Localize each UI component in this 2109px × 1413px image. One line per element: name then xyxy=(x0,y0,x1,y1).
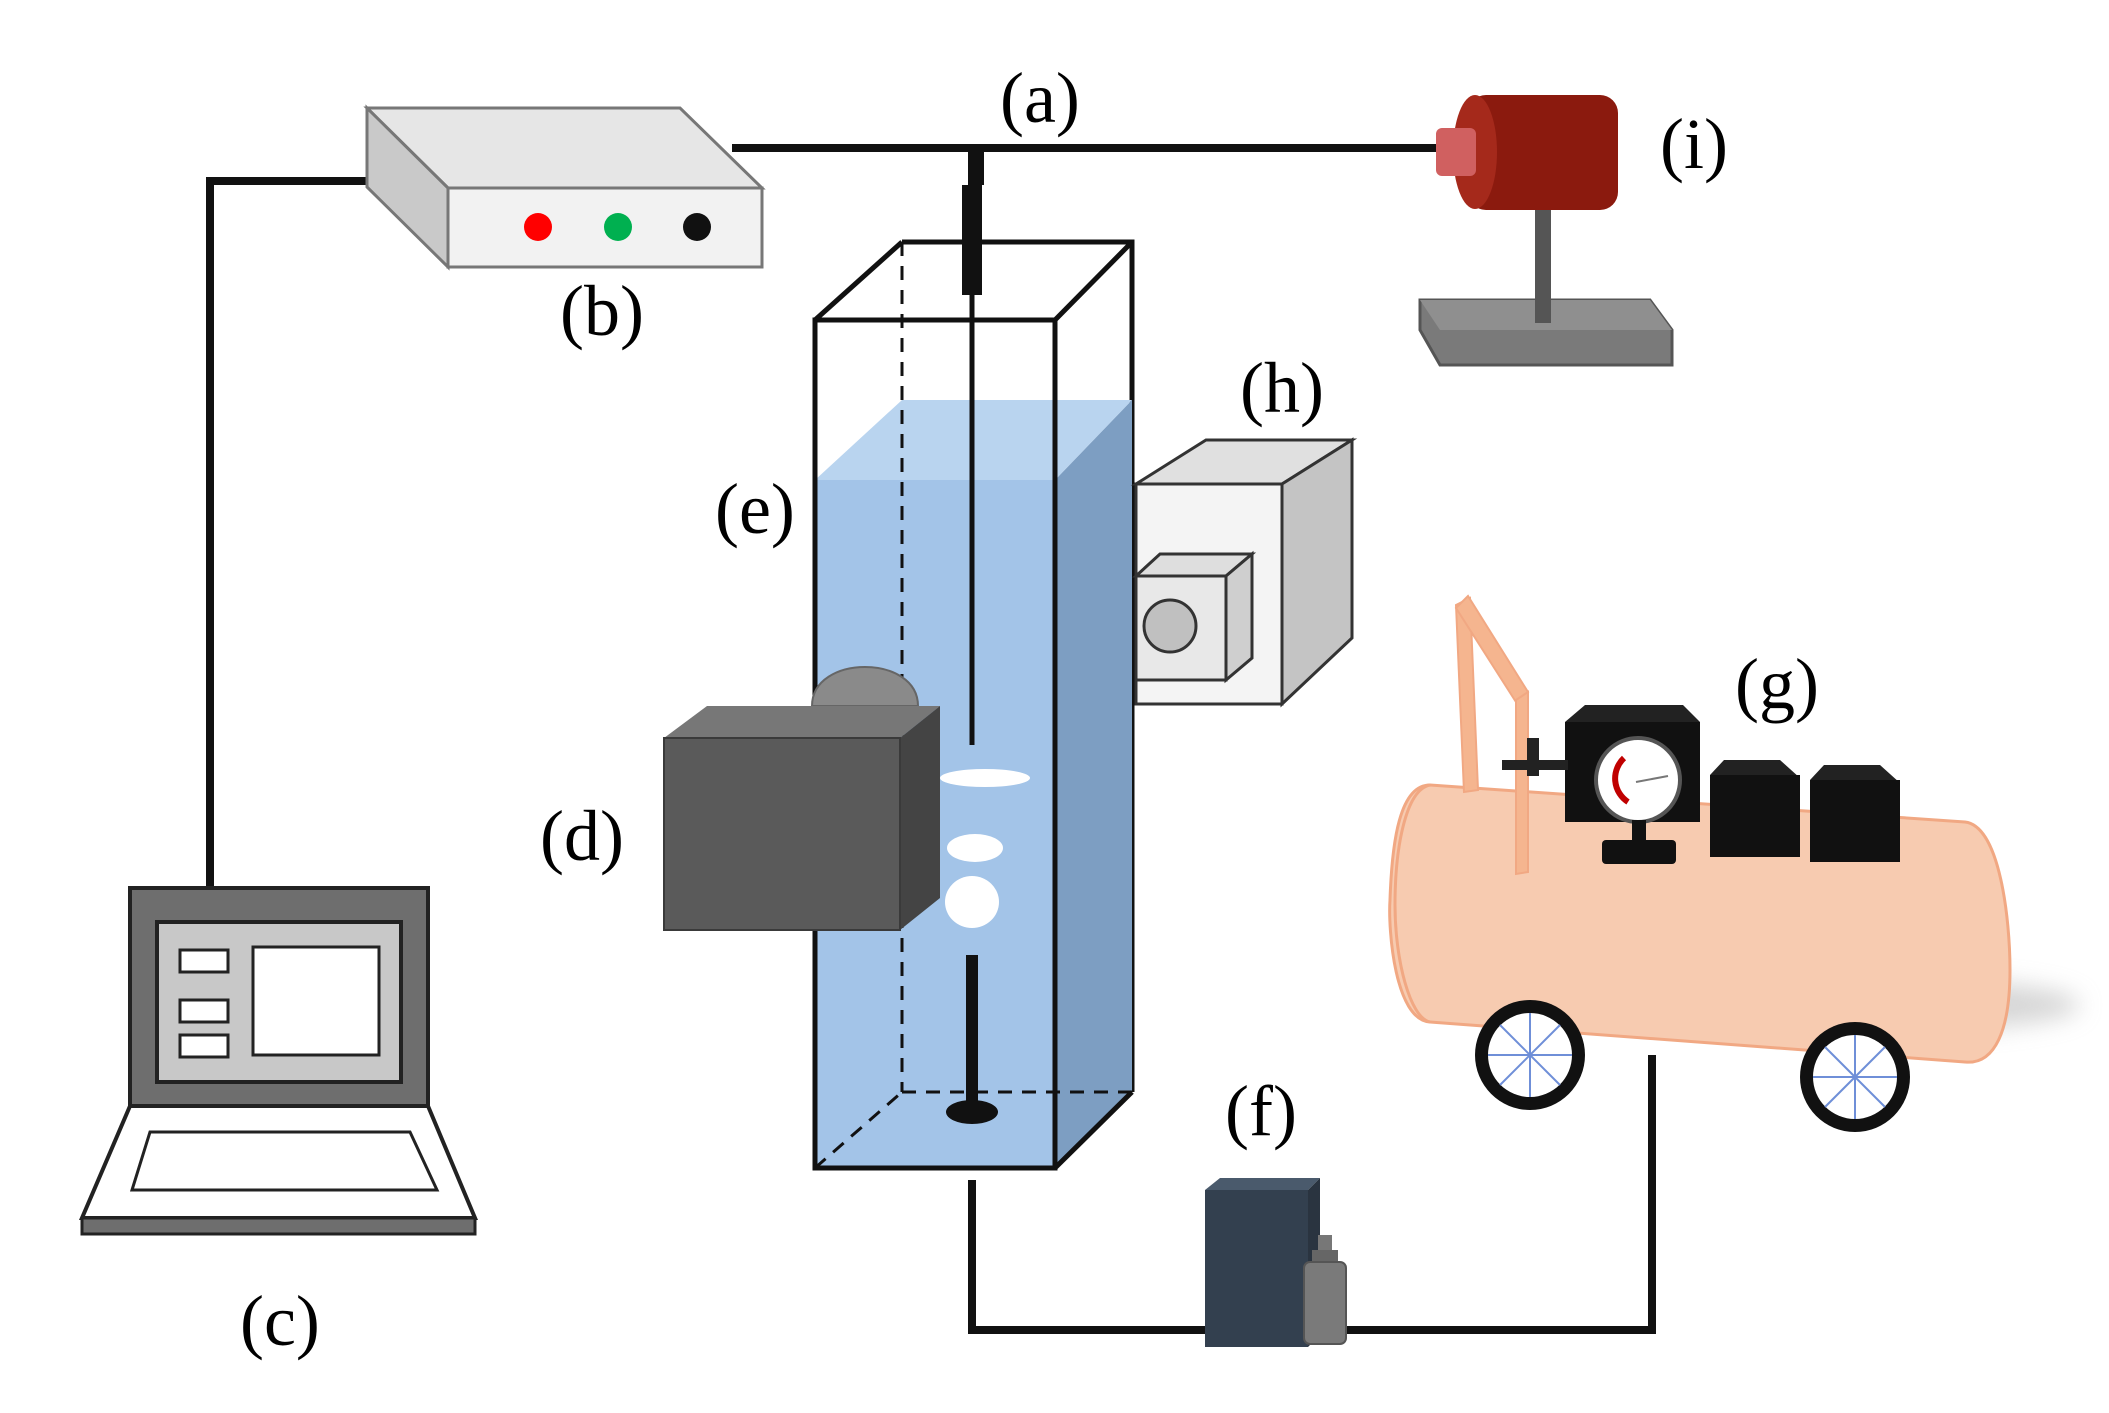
laptop-window-3 xyxy=(178,1033,230,1059)
label-b: (b) xyxy=(560,271,644,351)
wires xyxy=(206,144,1656,1334)
gauge-housing-top xyxy=(1565,705,1700,722)
indicator-green xyxy=(604,213,632,241)
compressor-wheel-left xyxy=(1475,1000,1585,1110)
pump-valve-cap xyxy=(1318,1235,1332,1251)
label-g: (g) xyxy=(1735,644,1819,724)
light-cap xyxy=(1436,128,1476,176)
backlight-box xyxy=(1130,437,1358,708)
tank-water-side xyxy=(1055,400,1132,1168)
pressure-gauge xyxy=(1594,736,1682,824)
camera-front xyxy=(663,737,901,931)
label-i: (i) xyxy=(1660,104,1728,184)
light-source xyxy=(1418,95,1674,367)
camera-side xyxy=(900,706,940,930)
gauge-base xyxy=(1602,840,1676,864)
label-d: (d) xyxy=(540,796,624,876)
wire-needle-light xyxy=(976,144,1440,185)
laptop xyxy=(78,886,479,1236)
wire-tank-pump xyxy=(968,1180,1210,1334)
wire-controller-laptop xyxy=(206,177,372,892)
laptop-window-2 xyxy=(178,998,230,1024)
bubble-top xyxy=(940,769,1030,787)
label-f: (f) xyxy=(1225,1071,1297,1151)
compressor-block-2 xyxy=(1810,780,1900,862)
camera-dome xyxy=(810,666,920,707)
compressor-wheel-right xyxy=(1800,1022,1910,1132)
compressor-tank xyxy=(1388,783,2012,1064)
camera xyxy=(663,666,940,931)
tank-bottom-right-edge xyxy=(1053,1090,1134,1170)
controller-box xyxy=(363,104,766,271)
gauge-arc xyxy=(1612,755,1630,805)
compressor-handle-down xyxy=(1515,690,1529,876)
label-a: (a) xyxy=(1000,58,1080,138)
backlight-lens xyxy=(1142,598,1198,654)
label-h: (h) xyxy=(1240,348,1324,428)
pump-valve-body xyxy=(1303,1261,1347,1345)
laptop-window-1 xyxy=(178,948,230,974)
pump xyxy=(1205,1178,1347,1347)
label-e: (e) xyxy=(715,469,795,549)
compressor-block-2-top xyxy=(1810,765,1900,783)
bubble-bottom xyxy=(945,876,999,928)
gauge-stem xyxy=(1632,820,1646,844)
gauge-needle xyxy=(1635,775,1669,783)
wire-controller-needle xyxy=(732,144,976,185)
laptop-base xyxy=(80,1216,477,1236)
air-compressor xyxy=(1388,594,2080,1132)
compressor-block-1-top xyxy=(1710,760,1800,778)
pump-body xyxy=(1205,1190,1308,1347)
laptop-keyboard-inner xyxy=(129,1130,440,1192)
label-c: (c) xyxy=(240,1281,320,1361)
indicator-black xyxy=(683,213,711,241)
indicator-red xyxy=(524,213,552,241)
gauge-valve xyxy=(1527,738,1539,776)
tank-hidden-edge-diagonal xyxy=(814,1090,903,1170)
labels: (a) (b) (c) (d) (e) (f) (g) (h) (i) xyxy=(240,58,1819,1361)
backlight-side xyxy=(1280,437,1354,708)
bubble-middle xyxy=(947,834,1003,862)
gas-inlet-tube xyxy=(966,955,978,1105)
camera-top xyxy=(664,706,940,738)
tank-top-left-edge xyxy=(813,240,904,322)
compressor-block-1 xyxy=(1710,775,1800,857)
compressor-tank-end xyxy=(1393,783,1431,1024)
pump-top xyxy=(1205,1178,1320,1190)
light-body xyxy=(1468,95,1618,210)
laptop-window-main xyxy=(251,945,381,1057)
needle-holder xyxy=(962,185,982,295)
light-stand-pole xyxy=(1535,205,1551,323)
backlight-lens-housing-side xyxy=(1224,550,1254,684)
pump-valve-neck xyxy=(1312,1250,1338,1262)
wire-pump-compressor xyxy=(1342,1055,1656,1334)
gas-inlet-nozzle xyxy=(946,1100,998,1124)
tank-top-right-edge xyxy=(1053,240,1134,322)
